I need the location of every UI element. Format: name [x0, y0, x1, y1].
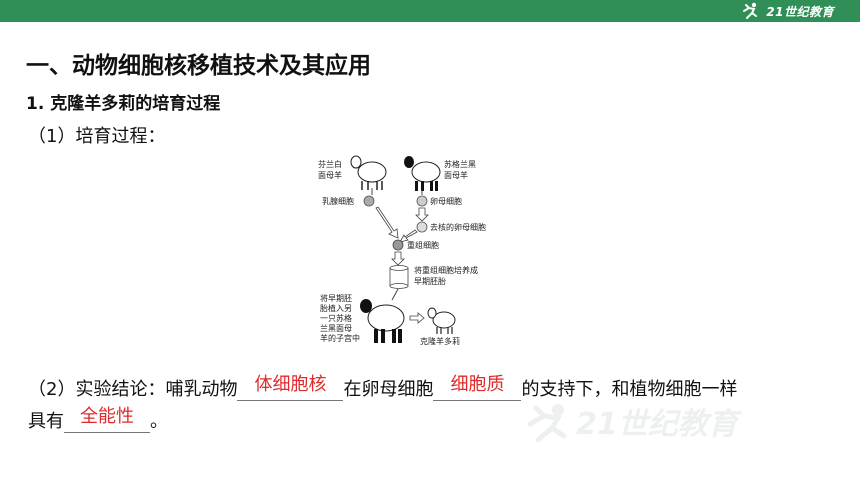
- item-2-suffix: 的支持下，和植物细胞一样: [521, 379, 738, 400]
- culture-dish-icon: [389, 265, 409, 289]
- slide-subtitle: 1. 克隆羊多莉的培育过程: [26, 94, 221, 114]
- enucleated-oocyte-icon: [416, 221, 428, 233]
- label-oocyte: 卵母细胞: [430, 196, 462, 206]
- slide-title: 一、动物细胞核移植技术及其应用: [26, 53, 371, 79]
- black-face-sheep-icon: [404, 156, 441, 191]
- answer-3: 全能性: [80, 406, 134, 427]
- label-culture-2: 早期胚胎: [414, 276, 446, 286]
- white-face-sheep-icon: [350, 155, 387, 190]
- label-transfer-4: 兰黑面母: [320, 323, 352, 333]
- label-finn-1: 芬兰白: [318, 159, 342, 169]
- item-2-mid: 在卵母细胞: [343, 379, 434, 400]
- item-2: （2）实验结论：哺乳动物体细胞核在卵母细胞细胞质的支持下，和植物细胞一样: [28, 374, 738, 401]
- watermark-text: 21世纪教育: [576, 407, 743, 442]
- answer-blank-2: 细胞质: [433, 374, 522, 401]
- watermark-logo-icon: 21世纪教育: [527, 404, 743, 443]
- brand-logo: 21世纪教育: [740, 1, 834, 21]
- runner-icon: [743, 2, 758, 19]
- label-scot-1: 苏格兰黑: [444, 159, 476, 169]
- label-culture-1: 将重组细胞培养成: [414, 265, 478, 275]
- label-transfer-1: 将早期胚: [320, 293, 352, 303]
- item-3-suffix: 。: [150, 411, 168, 432]
- label-finn-2: 面母羊: [318, 170, 342, 180]
- label-enucleated: 去核的卵母细胞: [430, 222, 486, 232]
- item-2-prefix: （2）实验结论：哺乳动物: [28, 379, 238, 400]
- answer-2: 细胞质: [450, 374, 505, 395]
- logo-text: 21世纪教育: [766, 4, 834, 19]
- label-scot-2: 面母羊: [444, 170, 468, 180]
- mammary-cell-icon: [363, 195, 375, 207]
- watermark: 21世纪教育: [520, 400, 820, 450]
- answer-blank-1: 体细胞核: [237, 374, 344, 401]
- label-transfer-3: 一只苏格: [320, 313, 352, 323]
- oocyte-icon: [416, 195, 428, 207]
- dolly-lamb-icon: [427, 307, 456, 334]
- dolly-cloning-diagram: 芬兰白 面母羊 苏格兰黑 面母羊 乳腺细胞 卵母细胞 去核的卵母细胞 重组细胞 …: [318, 155, 486, 346]
- recombined-cell-icon: [392, 239, 404, 251]
- label-dolly: 克隆羊多莉: [420, 336, 460, 346]
- label-transfer-5: 羊的子宫中: [320, 333, 360, 343]
- label-recombined: 重组细胞: [407, 240, 439, 250]
- label-transfer-2: 胎植入另: [320, 303, 352, 313]
- item-3-prefix: 具有: [28, 411, 64, 432]
- top-bar: 21世纪教育: [0, 0, 860, 22]
- label-mammary: 乳腺细胞: [322, 196, 354, 206]
- item-1: （1）培育过程：: [28, 126, 166, 147]
- answer-blank-3: 全能性: [64, 406, 150, 433]
- item-3: 具有全能性。: [28, 406, 168, 433]
- surrogate-sheep-icon: [360, 299, 405, 343]
- answer-1: 体细胞核: [254, 374, 327, 395]
